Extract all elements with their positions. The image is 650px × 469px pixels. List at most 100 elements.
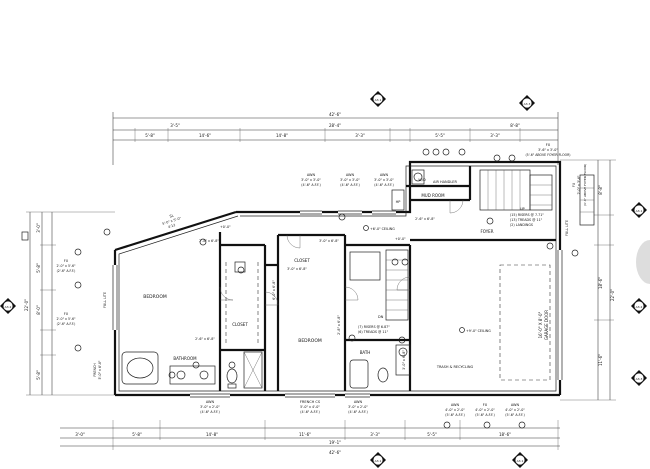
window-size: 4'-0" x 2'-0" — [445, 408, 465, 412]
garage-door-size: 16'-0" X 8'-0" — [538, 311, 543, 338]
dim-label: 3'-3" — [370, 432, 380, 437]
bottom-overall-dim: 42'-6" — [329, 450, 341, 455]
window-size: 5'-0" x 4'-0" — [300, 405, 320, 409]
section-marker-right-top: A3.1 — [631, 202, 647, 218]
door-size: 2'-6" x 6'-8" — [195, 337, 215, 341]
window-size: 4'-0" x 2'-0" — [475, 408, 495, 412]
right-overall-dim: 22'-0" — [610, 289, 615, 301]
right-dimension-strings: 22'-0" 8'-8" 18'-6" 11'-6" — [560, 159, 616, 401]
window-aff: (4'-6" A.F.F.) — [374, 183, 394, 187]
door-size: 2'-8" x 6'-8" — [199, 239, 219, 243]
window-size: 3'-0" x 3'-0" — [374, 178, 394, 182]
dim-label: 5'-8" — [36, 263, 41, 273]
room-label-foyer: FOYER — [481, 229, 494, 234]
closet-shelving — [225, 261, 259, 345]
section-marker-right-mid: A3.2 — [631, 298, 647, 314]
door-type: FULL LITE — [103, 292, 107, 308]
section-marker-top: A3.1 — [370, 91, 386, 107]
section-marker-bottom: A3.1 — [370, 452, 386, 468]
ceiling-note: +6'-0" CEILING — [370, 227, 395, 231]
stair-risers: (15) RISERS @ 7.71" — [510, 213, 544, 217]
stair-notes: DN (7) RISERS @ 6.87" (6) TREADS @ 11" U… — [358, 207, 544, 334]
window-size: 2'-0" x 3'-6" — [577, 175, 581, 195]
stair-upper — [479, 169, 553, 211]
section-marker-right-bottom: A3.3 — [631, 370, 647, 386]
door-size: 2'-6" x 6'-8" — [415, 217, 435, 221]
dim-label: 5'-8" — [145, 133, 155, 138]
callout-bubbles — [74, 148, 579, 429]
floor-note: +0'-0" — [220, 225, 231, 229]
stair-treads: (13) TREADS @ 11" — [510, 218, 543, 222]
window-aff: (5'-6" A.F.F.) — [445, 413, 465, 417]
door-size: 3'-0" x 6'-8" — [319, 239, 339, 243]
window-type: FX — [64, 259, 69, 263]
section-marker-bottom-right: A3.1 — [512, 452, 528, 468]
room-label-bedroom: BEDROOM — [143, 294, 167, 300]
door-swings — [219, 199, 464, 306]
window-type: AWN — [451, 403, 460, 407]
dim-label: 8'-8" — [598, 185, 603, 195]
window-aff: (4'-6" A.F.F.) — [200, 410, 220, 414]
dim-label: 18'-6" — [598, 277, 603, 289]
door-type: FULL LITE — [565, 220, 569, 236]
door-size: 3'-0" x 6'-8" — [402, 350, 406, 370]
door-type: FRENCH — [93, 363, 97, 377]
room-label-hp: HP — [396, 200, 401, 204]
elevation-notes: +6'-0" CEILING +9'-0" CEILING +0'-0" +0'… — [220, 225, 491, 333]
window-size: 4'-0" x 2'-0" — [505, 408, 525, 412]
left-overall-dim: 22'-0" — [24, 299, 29, 311]
interior-walls — [218, 166, 556, 391]
window-type: FX — [64, 312, 69, 316]
dim-label: 14'-6" — [199, 133, 211, 138]
door-size: 5'-0" x 6'-8" — [98, 360, 102, 380]
window-size: 3'-0" x 3'-0" — [340, 178, 360, 182]
dim-label: 3'-3" — [490, 133, 500, 138]
section-marker-label: A3.3 — [524, 102, 531, 106]
room-label-bath: BATH — [360, 350, 371, 355]
door-size: 2'-8" x 6'-8" — [337, 315, 341, 335]
ceiling-note: +9'-0" CEILING — [466, 329, 491, 333]
room-label-closet: CLOSET — [294, 258, 310, 263]
dim-label: 5'-8" — [36, 370, 41, 380]
dim-label: 19'-1" — [329, 440, 341, 445]
garage-slab-outline — [499, 264, 551, 381]
window-aff: (5'-6" A.F.F.) — [505, 413, 525, 417]
door-size: 3'-0" x 6'-8" — [287, 267, 307, 271]
dim-label: 5'-5" — [427, 432, 437, 437]
top-overall-dim: 42'-6" — [329, 112, 341, 117]
stair-dn-label: DN — [378, 315, 384, 319]
dim-label: 11'-6" — [598, 354, 603, 366]
dim-label: 14'-8" — [206, 432, 218, 437]
exterior-landings — [21, 174, 595, 241]
window-type: SL — [169, 214, 174, 219]
stair-risers: (7) RISERS @ 6.87" — [358, 325, 390, 329]
window-marks — [112, 210, 563, 398]
dim-label: 3'-0" — [75, 432, 85, 437]
stair-lower — [385, 249, 409, 321]
dim-label: 11'-6" — [299, 432, 311, 437]
section-marker-label: A3.3 — [636, 377, 643, 381]
window-type: AWN — [511, 403, 520, 407]
dim-label: 5'-8" — [132, 432, 142, 437]
window-slope: 4:12 — [168, 223, 176, 229]
window-type: FX — [483, 403, 488, 407]
window-tags: AWN 3'-0" x 3'-0" (4'-6" A.F.F.) AWN 3'-… — [56, 143, 587, 417]
section-marker-top-right: A3.3 — [519, 95, 535, 111]
window-aff: (5'-6" A.F.F.) — [475, 413, 495, 417]
floor-note: +0'-0" — [395, 237, 406, 241]
window-size: 3'-0" x 2'-0" — [348, 405, 368, 409]
section-marker-left: A3.2 — [0, 298, 16, 314]
dim-label: 14'-8" — [276, 133, 288, 138]
window-aff: (4'-6" A.F.F.) — [300, 410, 320, 414]
shaded-marker-fragment — [636, 240, 650, 284]
dim-label: 5'-5" — [435, 133, 445, 138]
door-size: 6'-0" x 6'-8" — [272, 280, 276, 300]
window-aff: (2'-6" A.F.F.) — [57, 269, 76, 273]
window-type: AWN — [346, 173, 355, 177]
room-label-trash: TRASH & RECYCLING — [436, 365, 474, 369]
dim-label: 3'-3" — [355, 133, 365, 138]
stair-up-label: UP — [520, 207, 525, 211]
window-size: 2'-0" x 5'-6" — [56, 264, 76, 268]
section-marker-label: A3.1 — [375, 98, 382, 102]
